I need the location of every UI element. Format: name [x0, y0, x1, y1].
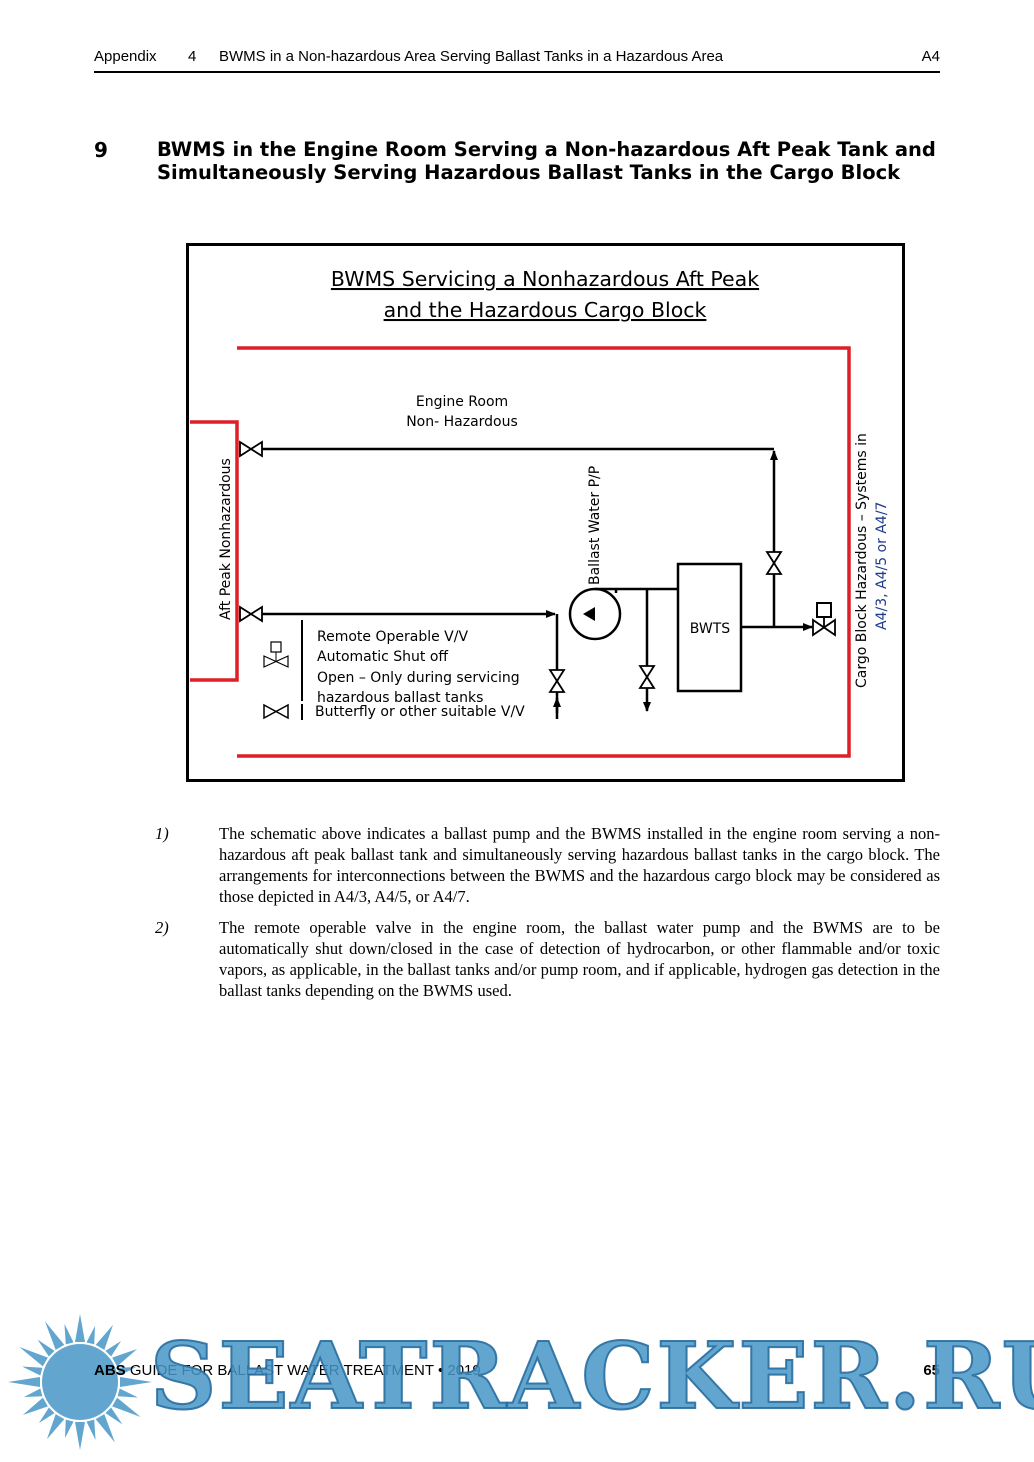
pump-label: Ballast Water P/P	[587, 466, 603, 585]
section-number: 9	[94, 138, 108, 162]
header-code: A4	[921, 48, 940, 65]
notes-list: 1) The schematic above indicates a balla…	[155, 823, 940, 1011]
cargo-block-label-line1: Cargo Block Hazardous – Systems in	[854, 433, 870, 688]
legend-remote-valve-icon	[263, 655, 289, 668]
footer-guide-title: GUIDE FOR BALLAST WATER TREATMENT • 2019	[129, 1362, 481, 1379]
pump-arrow-icon	[583, 607, 595, 621]
cargo-block-boundary	[237, 346, 851, 758]
note-item: 2) The remote operable valve in the engi…	[155, 917, 940, 1001]
note-item: 1) The schematic above indicates a balla…	[155, 823, 940, 907]
legend-butterfly: Butterfly or other suitable V/V	[315, 704, 525, 720]
top-butterfly-valve-icon	[239, 440, 263, 458]
riser-valve-icon	[765, 551, 783, 575]
header-title: BWMS in a Non-hazardous Area Serving Bal…	[219, 48, 724, 65]
legend-remote-2: Automatic Shut off	[317, 649, 448, 665]
header-appendix-number: 4	[188, 48, 197, 65]
suction-butterfly-valve-icon	[239, 605, 263, 623]
figure-title-line2: and the Hazardous Cargo Block	[384, 298, 707, 322]
figure-title-line1: BWMS Servicing a Nonhazardous Aft Peak	[331, 267, 759, 291]
legend-remote-4: hazardous ballast tanks	[317, 690, 483, 706]
remote-operable-valve-icon	[812, 618, 836, 637]
page-number: 65	[923, 1362, 940, 1379]
sea-suction-valve-icon	[548, 669, 566, 693]
note-number: 1)	[155, 824, 169, 843]
figure-frame	[186, 243, 905, 782]
watermark-text: SEATRACKER.RU	[149, 1321, 1034, 1431]
aft-peak-boundary	[190, 420, 239, 682]
aft-peak-label: Aft Peak Nonhazardous	[218, 458, 234, 620]
legend-remote-1: Remote Operable V/V	[317, 629, 468, 645]
header-appendix: Appendix	[94, 48, 157, 65]
engine-room-label: Engine Room	[416, 394, 508, 410]
legend-remote-3: Open – Only during servicing	[317, 670, 520, 686]
cargo-block-label-line2: A4/3, A4/5 or A4/7	[874, 502, 890, 630]
cargo-block-label: Cargo Block Hazardous – Systems in A4/3,…	[854, 429, 890, 688]
note-text: The remote operable valve in the engine …	[219, 918, 940, 1000]
bwts-unit	[676, 562, 743, 693]
engine-room-sublabel: Non- Hazardous	[406, 414, 518, 430]
bwts-label: BWTS	[690, 621, 731, 637]
legend-butterfly-valve-icon	[263, 703, 289, 720]
section-title: BWMS in the Engine Room Serving a Non-ha…	[157, 138, 936, 184]
page-footer: ABS GUIDE FOR BALLAST WATER TREATMENT • …	[94, 1362, 940, 1384]
note-number: 2)	[155, 918, 169, 937]
bwms-schematic: BWMS Servicing a Nonhazardous Aft Peak a…	[186, 243, 905, 782]
footer-brand: ABS	[94, 1362, 126, 1379]
bypass-valve-icon	[638, 665, 656, 689]
page-header: Appendix 4 BWMS in a Non-hazardous Area …	[94, 47, 940, 73]
sun-logo-icon	[8, 1314, 152, 1450]
note-text: The schematic above indicates a ballast …	[219, 824, 940, 906]
